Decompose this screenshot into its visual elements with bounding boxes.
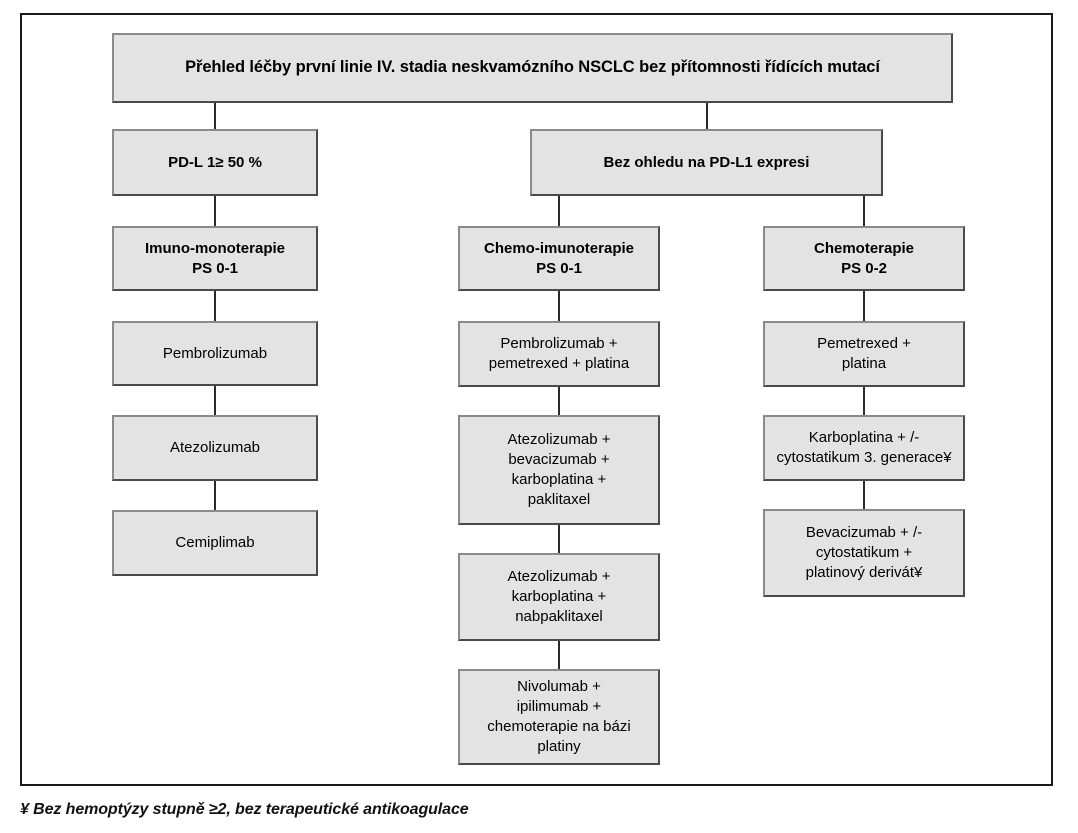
flow-node-regimen-immuno-mono-2: Cemiplimab <box>112 510 318 576</box>
flow-node-stratum-pdl1-high: PD-L 1≥ 50 % <box>112 129 318 196</box>
connector-immuno-mono-item-0-to-1 <box>214 386 216 415</box>
connector-chemo-item-1-to-2 <box>863 481 865 509</box>
flow-node-regimen-chemo-1: Karboplatina + /- cytostatikum 3. genera… <box>763 415 965 481</box>
connector-chemo-immuno-item-1-to-2 <box>558 525 560 553</box>
connector-chemo-immuno-to-item-0 <box>558 291 560 321</box>
flow-node-regimen-chemo-immuno-2: Atezolizumab + karboplatina + nabpaklita… <box>458 553 660 641</box>
flow-node-regimen-chemo-0: Pemetrexed + platina <box>763 321 965 387</box>
connector-chemo-immuno-item-2-to-3 <box>558 641 560 669</box>
flow-node-regimen-immuno-mono-1: Atezolizumab <box>112 415 318 481</box>
connector-title-to-right-stratum <box>706 103 708 129</box>
flow-node-regimen-chemo-immuno-0: Pembrolizumab + pemetrexed + platina <box>458 321 660 387</box>
flow-node-title: Přehled léčby první linie IV. stadia nes… <box>112 33 953 103</box>
connector-chemo-to-item-0 <box>863 291 865 321</box>
connector-chemo-item-0-to-1 <box>863 387 865 415</box>
flow-node-regimen-chemo-2: Bevacizumab + /- cytostatikum + platinov… <box>763 509 965 597</box>
connector-chemo-immuno-item-0-to-1 <box>558 387 560 415</box>
connector-immuno-mono-to-item-0 <box>214 291 216 321</box>
flow-node-category-chemo: Chemoterapie PS 0-2 <box>763 226 965 291</box>
connector-immuno-mono-item-1-to-2 <box>214 481 216 510</box>
flow-node-category-immuno-mono: Imuno-monoterapie PS 0-1 <box>112 226 318 291</box>
flowchart-canvas: Přehled léčby první linie IV. stadia nes… <box>112 33 965 765</box>
flow-node-regimen-chemo-immuno-1: Atezolizumab + bevacizumab + karboplatin… <box>458 415 660 525</box>
flow-node-category-chemo-immuno: Chemo-imunoterapie PS 0-1 <box>458 226 660 291</box>
connector-title-to-left-stratum <box>214 103 216 129</box>
connector-right-stratum-to-chemo <box>863 196 865 226</box>
flow-node-stratum-any-pdl1: Bez ohledu na PD-L1 expresi <box>530 129 883 196</box>
flow-node-regimen-immuno-mono-0: Pembrolizumab <box>112 321 318 386</box>
connector-left-stratum-to-immuno-mono <box>214 196 216 226</box>
flow-node-regimen-chemo-immuno-3: Nivolumab + ipilimumab + chemoterapie na… <box>458 669 660 765</box>
connector-right-stratum-to-chemo-immuno <box>558 196 560 226</box>
figure-footnote: ¥ Bez hemoptýzy stupně ≥2, bez terapeuti… <box>20 801 469 818</box>
